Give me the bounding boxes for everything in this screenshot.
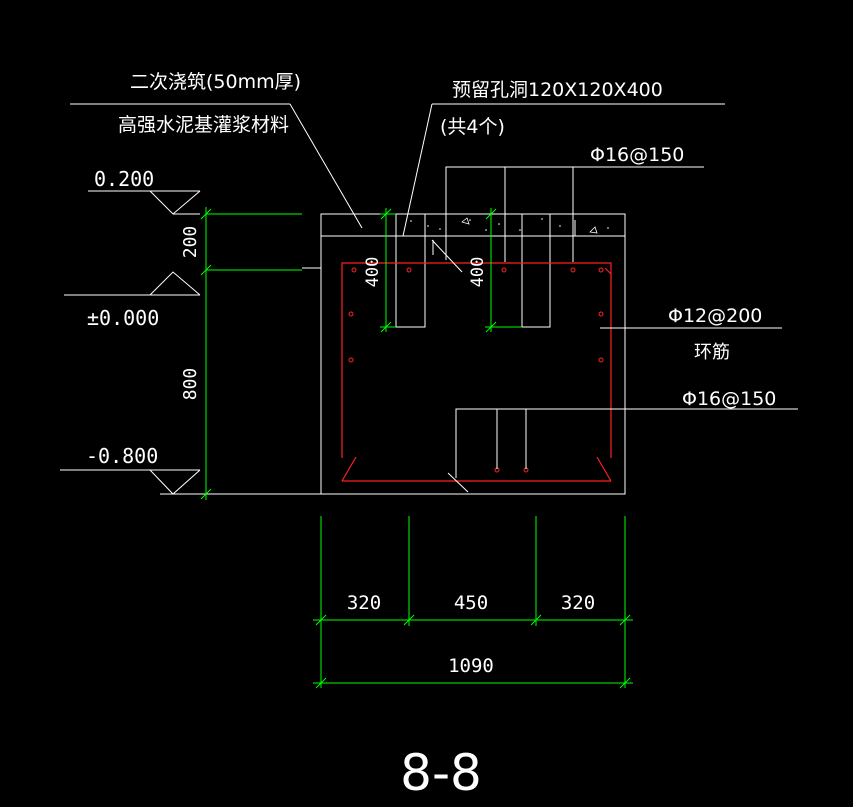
- rebar-hook-left: [341, 456, 357, 482]
- dim-tick: [315, 677, 327, 689]
- elevation-ground-text: ±0.000: [87, 306, 159, 330]
- dim-tick: [485, 208, 497, 220]
- rebar-hook-top: [604, 267, 612, 275]
- hole-depth-right-text: 400: [468, 257, 488, 288]
- grout-note-line2: 高强水泥基灌浆材料: [118, 114, 289, 136]
- dim-bottom-right-text: 320: [561, 592, 595, 614]
- dim-tick: [380, 321, 392, 333]
- dim-bottom-left-text: 320: [347, 592, 381, 614]
- elev-ground-triangle: [149, 271, 201, 296]
- top-rebar-label: Φ16@150: [590, 144, 684, 166]
- reserved-hole-1: [395, 213, 426, 328]
- dim-tick: [403, 614, 415, 626]
- grout-hatch: [410, 217, 609, 234]
- rebar-section-dot: [598, 267, 604, 273]
- bottom-rebar-leader: [455, 408, 798, 478]
- rebar-section-dot: [570, 267, 576, 273]
- dim-200-text: 200: [180, 226, 201, 259]
- rebar-section-dot: [598, 357, 604, 363]
- dim-tick: [485, 321, 497, 333]
- rebar-section-dot: [348, 357, 354, 363]
- dim-total-text: 1090: [448, 655, 494, 677]
- stirrup-sublabel: 环筋: [694, 342, 730, 363]
- rebar-section-dot: [351, 267, 357, 273]
- concrete-outline: [160, 213, 626, 495]
- rebar-hook-right: [596, 456, 612, 482]
- dim-tick: [619, 677, 631, 689]
- grout-note-line1: 二次浇筑(50mm厚): [130, 71, 301, 93]
- dim-tick: [200, 488, 212, 500]
- dim-tick: [200, 208, 212, 220]
- elevation-top-text: 0.200: [94, 167, 154, 191]
- rebar-section-dot: [501, 267, 507, 273]
- bottom-rebar-pointer: [447, 472, 469, 493]
- elev-bottom-triangle: [149, 469, 201, 495]
- reserved-hole-2: [521, 213, 551, 328]
- dim-tick: [380, 208, 392, 220]
- rebar-section-dot: [598, 311, 604, 317]
- dim-tick: [619, 614, 631, 626]
- hole-note-line2: (共4个): [440, 116, 505, 138]
- dim-tick: [200, 264, 212, 276]
- elev-top-triangle: [149, 190, 201, 215]
- top-rebar-leader: [445, 166, 704, 260]
- rebar-section-dot: [348, 311, 354, 317]
- grout-note-leader: [289, 103, 363, 229]
- bottom-rebar-label: Φ16@150: [682, 388, 776, 410]
- rebar-section-dot: [406, 267, 412, 273]
- rebar-dots: [348, 267, 604, 473]
- dimension-lines: [200, 207, 633, 689]
- annotations: 二次浇筑(50mm厚) 高强水泥基灌浆材料 预留孔洞120X120X400 (共…: [86, 71, 776, 802]
- section-title: 8-8: [400, 744, 482, 802]
- hole-pointer-leader: [431, 239, 463, 273]
- dim-800-text: 800: [180, 368, 201, 401]
- hole-note-leader: [402, 103, 433, 237]
- rebar-main-loop: [341, 262, 612, 458]
- stirrup-label: Φ12@200: [668, 305, 762, 327]
- dim-tick: [315, 614, 327, 626]
- dim-bottom-middle-text: 450: [454, 592, 488, 614]
- elevation-markers: [60, 190, 201, 495]
- hole-depth-left-text: 400: [363, 257, 383, 288]
- elevation-bottom-text: -0.800: [86, 444, 158, 468]
- hole-note-line1: 预留孔洞120X120X400: [452, 79, 663, 101]
- dim-tick: [530, 614, 542, 626]
- leader-lines: [70, 103, 798, 493]
- rebar-cage: [341, 262, 612, 482]
- pedestal-outline: [320, 213, 626, 495]
